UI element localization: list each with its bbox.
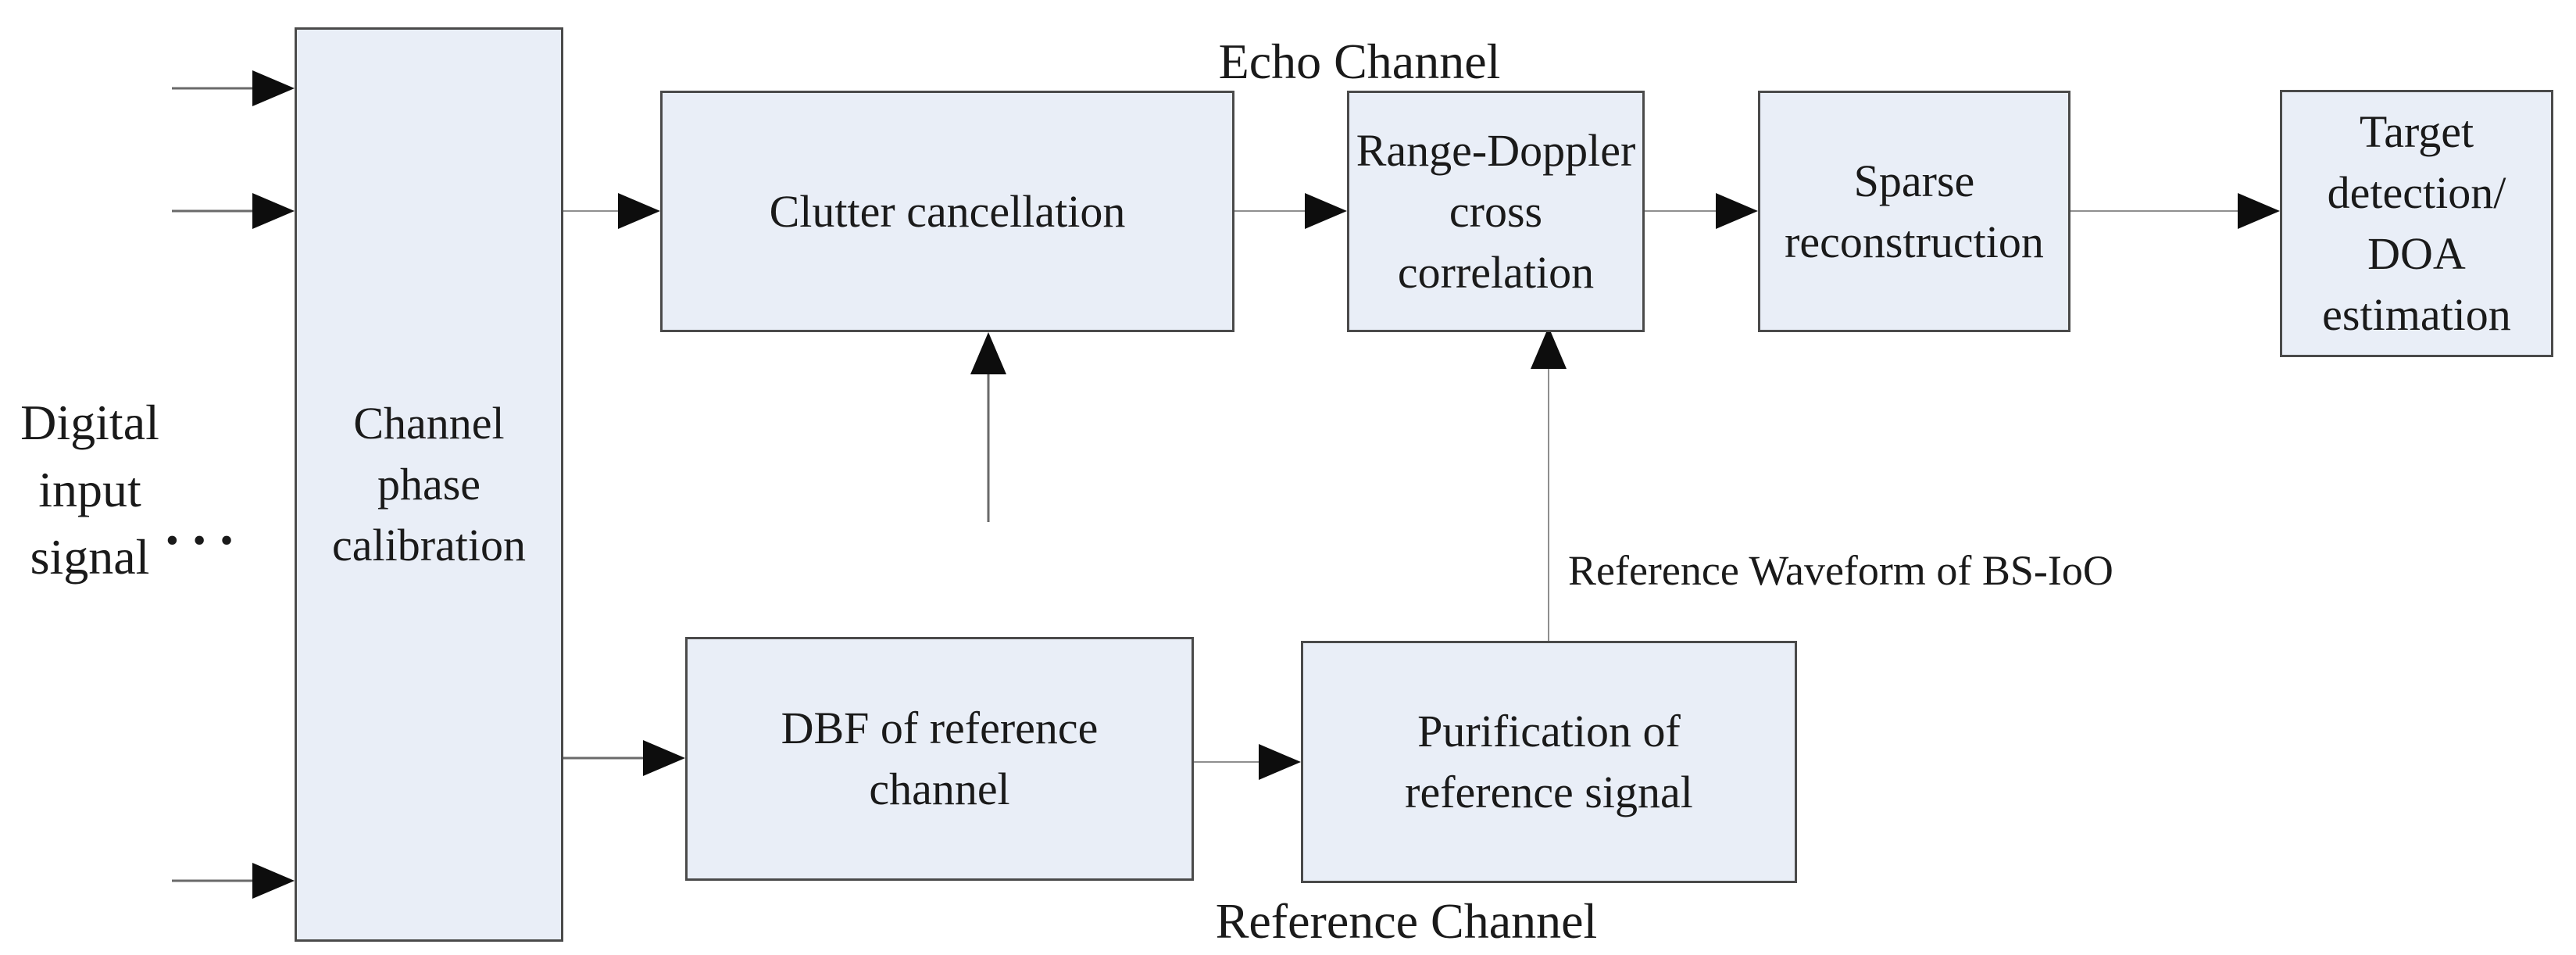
clutter-cancellation-box: Clutter cancellation — [660, 91, 1234, 332]
digital-input-line: Digital — [20, 395, 159, 450]
box-label-line: calibration — [331, 520, 526, 570]
digital-input-signal-label: Digital input signal — [0, 389, 180, 591]
dbf-of-reference-channel-box: DBF of reference channel — [685, 637, 1194, 881]
purification-of-reference-signal-box: Purification of reference signal — [1301, 641, 1797, 883]
arrow-dbf-to-purification-head — [1259, 744, 1301, 780]
arrow-input-1-head — [252, 70, 295, 106]
box-label-line: detection/ — [2327, 167, 2506, 218]
box-label-line: reconstruction — [1785, 216, 2044, 267]
box-label-line: correlation — [1397, 246, 1595, 298]
box-label-line: Clutter cancellation — [769, 185, 1126, 237]
arrow-input-3-head — [252, 863, 295, 899]
arrow-calibration-to-clutter-head — [618, 193, 660, 229]
range-doppler-cross-correlation-box: Range-Doppler cross correlation — [1347, 91, 1645, 332]
box-label-line: channel — [869, 764, 1010, 814]
box-label-line: Range-Doppler — [1356, 124, 1636, 176]
channel-phase-calibration-box: Channel phase calibration — [295, 27, 563, 942]
reference-channel-label: Reference Channel — [1215, 893, 1598, 949]
arrow-clutter-to-rangedoppler-head — [1305, 193, 1347, 229]
arrow-up-into-clutter-head — [970, 332, 1006, 374]
box-label-line: estimation — [2322, 289, 2511, 340]
box-label-line: Channel — [353, 398, 505, 449]
box-label-line: cross — [1449, 185, 1543, 237]
digital-input-line: input — [38, 462, 141, 517]
box-label-line: DOA — [2367, 228, 2466, 279]
box-label-line: Sparse — [1853, 155, 1975, 206]
box-label-line: Purification of — [1417, 706, 1681, 756]
arrow-rangedoppler-to-sparse-head — [1716, 193, 1758, 229]
echo-channel-label: Echo Channel — [1218, 34, 1501, 89]
digital-input-line: signal — [30, 529, 150, 585]
arrow-sparse-to-target-head — [2238, 193, 2280, 229]
reference-waveform-label: Reference Waveform of BS-IoO — [1568, 547, 2113, 594]
arrow-input-2-head — [252, 193, 295, 229]
ellipsis-dots: ••• — [166, 520, 248, 561]
arrow-purification-to-rangedoppler-head — [1531, 327, 1567, 369]
box-label-line: reference signal — [1405, 767, 1693, 817]
arrow-calibration-to-dbf-head — [643, 740, 685, 776]
target-detection-doa-estimation-box: Target detection/ DOA estimation — [2280, 90, 2553, 357]
box-label-line: phase — [377, 459, 481, 510]
box-label-line: Target — [2359, 106, 2474, 157]
box-label-line: DBF of reference — [781, 703, 1099, 753]
sparse-reconstruction-box: Sparse reconstruction — [1758, 91, 2070, 332]
